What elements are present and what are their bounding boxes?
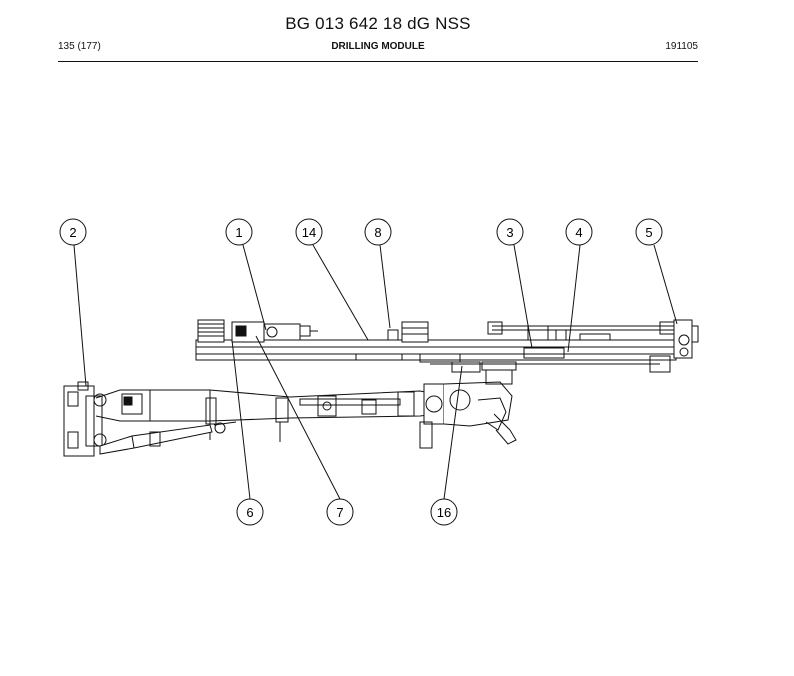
callout-c8: 8 (364, 218, 392, 246)
leader-16 (443, 365, 463, 500)
callout-label-c16: 16 (437, 505, 451, 520)
rod-holder-center (387, 321, 429, 343)
callout-label-c5: 5 (645, 225, 652, 240)
page-number: 135 (177) (58, 41, 101, 52)
callout-c4: 4 (565, 218, 593, 246)
callout-c5: 5 (635, 218, 663, 246)
callout-label-c8: 8 (374, 225, 381, 240)
leader-14 (312, 244, 369, 341)
callout-label-c14: 14 (302, 225, 316, 240)
callout-label-c2: 2 (69, 225, 76, 240)
callout-c14: 14 (295, 218, 323, 246)
callout-label-c7: 7 (336, 505, 343, 520)
mounting-bracket (63, 381, 107, 457)
callout-c7: 7 (326, 498, 354, 526)
boom-cylinder (99, 421, 237, 455)
section-title: DRILLING MODULE (331, 41, 425, 52)
leader-8 (379, 244, 391, 329)
callout-c1: 1 (225, 218, 253, 246)
callout-label-c3: 3 (506, 225, 513, 240)
callout-c6: 6 (236, 498, 264, 526)
leader-lines (73, 244, 678, 500)
callout-c16: 16 (430, 498, 458, 526)
callout-label-c1: 1 (235, 225, 242, 240)
rock-drill (231, 321, 318, 343)
leader-3 (513, 244, 533, 349)
leader-5 (653, 244, 678, 325)
callout-c3: 3 (496, 218, 524, 246)
boom-arm (95, 389, 437, 442)
callout-label-c4: 4 (575, 225, 582, 240)
callout-c2: 2 (59, 218, 87, 246)
document-id: BG 013 642 18 dG NSS (285, 14, 471, 33)
feed-swivel-unit (419, 361, 517, 449)
feeder-beam (195, 339, 687, 373)
date-code: 191105 (665, 41, 698, 52)
leader-1 (242, 244, 267, 331)
leader-7 (255, 335, 341, 500)
feed-front-head (673, 319, 699, 359)
leader-4 (567, 244, 581, 353)
machine-outline (63, 319, 699, 457)
leader-6 (231, 339, 251, 500)
callout-label-c6: 6 (246, 505, 253, 520)
hose-reel (197, 319, 225, 343)
front-rod-guide (487, 321, 681, 341)
leader-2 (73, 244, 87, 387)
header-rule (58, 61, 698, 62)
